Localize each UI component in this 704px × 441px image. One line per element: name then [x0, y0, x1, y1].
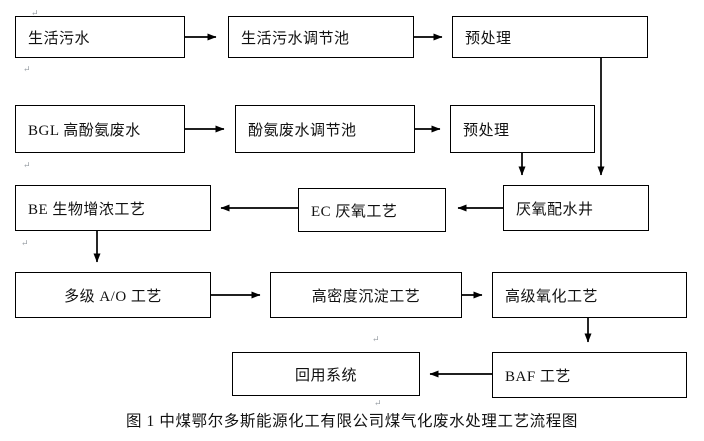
node-label-multistage-ao: 多级 A/O 工艺 [64, 288, 162, 305]
node-label-be-bio-concentration: BE 生物增浓工艺 [28, 201, 146, 218]
paragraph-mark-icon: ↵ [23, 160, 31, 170]
node-ec-anaerobic[interactable]: EC 厌氧工艺 [298, 188, 446, 232]
node-reuse-system[interactable]: 回用系统 [232, 352, 420, 396]
node-label-pretreatment-bottom: 预处理 [463, 122, 510, 139]
paragraph-mark-icon: ↵ [374, 398, 382, 408]
node-baf-process[interactable]: BAF 工艺 [492, 352, 687, 398]
node-anaerobic-water-well[interactable]: 厌氧配水井 [503, 185, 649, 231]
node-label-reuse-system: 回用系统 [294, 367, 357, 384]
node-label-pretreatment-top: 预处理 [465, 30, 512, 47]
figure-caption: 图 1 中煤鄂尔多斯能源化工有限公司煤气化废水处理工艺流程图 [125, 413, 578, 430]
node-bgl-phenol-ammonia[interactable]: BGL 高酚氨废水 [15, 105, 185, 153]
node-label-bgl-phenol-ammonia: BGL 高酚氨废水 [28, 122, 141, 139]
node-label-domestic-equal-tank: 生活污水调节池 [241, 30, 350, 47]
paragraph-mark-icon: ↵ [31, 8, 39, 18]
node-domestic-equal-tank[interactable]: 生活污水调节池 [228, 16, 414, 58]
node-be-bio-concentration[interactable]: BE 生物增浓工艺 [15, 185, 211, 231]
node-label-ec-anaerobic: EC 厌氧工艺 [311, 203, 398, 220]
node-label-advanced-oxidation: 高级氧化工艺 [505, 288, 599, 305]
node-label-high-density-settling: 高密度沉淀工艺 [311, 288, 421, 305]
node-phenol-equal-tank[interactable]: 酚氨废水调节池 [235, 105, 415, 153]
node-label-phenol-equal-tank: 酚氨废水调节池 [248, 122, 357, 139]
paragraph-mark-icon: ↵ [23, 64, 31, 74]
node-pretreatment-top[interactable]: 预处理 [452, 16, 648, 58]
node-advanced-oxidation[interactable]: 高级氧化工艺 [492, 272, 687, 318]
node-label-anaerobic-water-well: 厌氧配水井 [516, 201, 594, 218]
node-label-domestic-sewage: 生活污水 [28, 30, 91, 47]
node-high-density-settling[interactable]: 高密度沉淀工艺 [270, 272, 462, 318]
node-domestic-sewage[interactable]: 生活污水 [15, 16, 185, 58]
paragraph-mark-icon: ↵ [372, 334, 380, 344]
node-pretreatment-bottom[interactable]: 预处理 [450, 105, 595, 153]
node-multistage-ao[interactable]: 多级 A/O 工艺 [15, 272, 211, 318]
paragraph-mark-icon: ↵ [21, 238, 29, 248]
node-label-baf-process: BAF 工艺 [505, 368, 571, 385]
